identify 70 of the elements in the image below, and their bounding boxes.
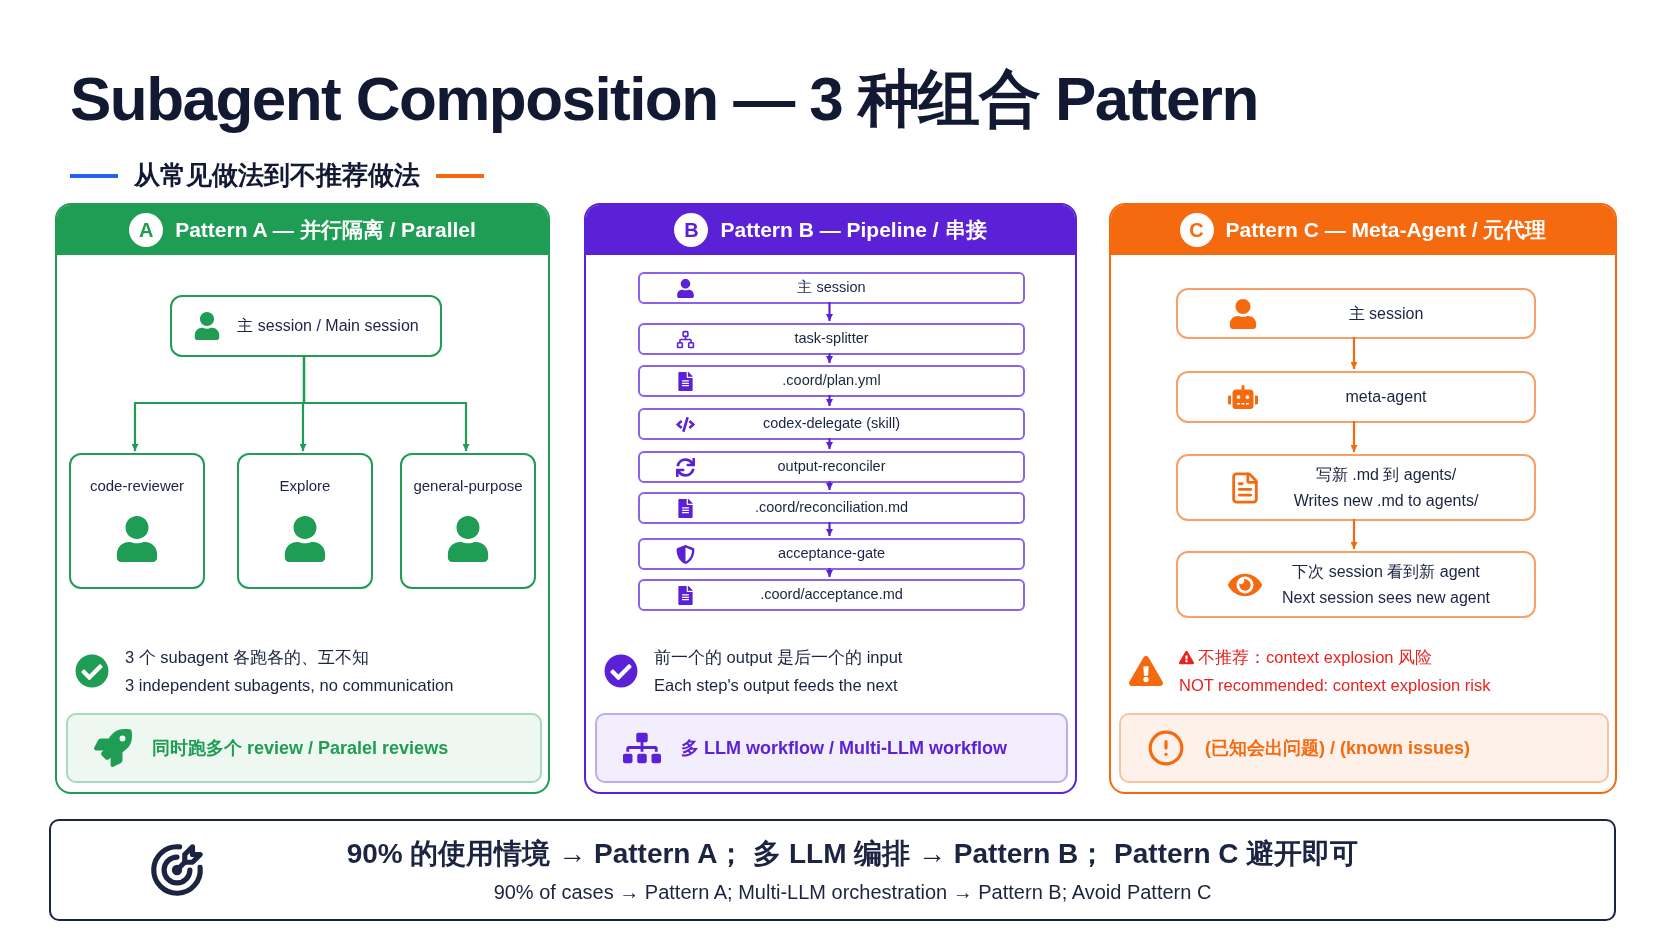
flow-box (1176, 371, 1536, 423)
subagent-card (237, 453, 373, 589)
note-text: 前一个的 output 是后一个的 input (654, 647, 903, 668)
note-text: 3 个 subagent 各跑各的、互不知 (125, 647, 369, 668)
letter-badge: A (129, 213, 164, 247)
letter-badge: C (1179, 213, 1214, 247)
note-text: 不推荐：context explosion 风险 (1198, 647, 1433, 668)
flow-box (1176, 551, 1536, 618)
pipeline-step (638, 538, 1025, 570)
arrow (1350, 337, 1358, 369)
callout-bar (595, 713, 1068, 783)
callout-text: 同时跑多个 review / Paralel reviews (152, 736, 449, 760)
pattern-panel (55, 203, 550, 794)
arrow (826, 353, 833, 363)
pattern-panel (1109, 203, 1617, 794)
pipeline-step (638, 451, 1025, 483)
pipeline-step (638, 323, 1025, 355)
node-label: general-purpose (413, 476, 523, 496)
arrow (826, 395, 833, 406)
node-label: 写新 .md 到 agents/ (1315, 464, 1457, 485)
arrow (1350, 519, 1358, 549)
panel-title: Pattern B — Pipeline / 串接 (720, 217, 987, 244)
subtitle: 从常见做法到不推荐做法 (134, 159, 420, 192)
session-box (170, 295, 442, 357)
pipeline-step (638, 365, 1025, 397)
callout-text: 多 LLM workflow / Multi-LLM workflow (681, 736, 1007, 760)
node-label: meta-agent (1345, 387, 1427, 407)
arrow (826, 302, 833, 321)
summary-subtext: 90% of cases → Pattern A; Multi-LLM orchestration → Pattern B; Avoid Pattern C (493, 880, 1212, 905)
arrow (826, 522, 833, 536)
node-label: .coord/acceptance.md (760, 585, 903, 605)
arrow (826, 438, 833, 449)
summary-box (49, 819, 1616, 921)
flow-box (1176, 288, 1536, 339)
arrow (302, 355, 470, 451)
node-label: Explore (279, 476, 331, 496)
node-label: output-reconciler (777, 457, 886, 477)
node-label: task-splitter (794, 329, 869, 349)
pipeline-step (638, 492, 1025, 524)
arrow (826, 568, 833, 577)
pattern-panel (584, 203, 1077, 794)
node-label: Writes new .md to agents/ (1293, 490, 1479, 511)
arrow (826, 481, 833, 490)
letter-badge: B (674, 213, 709, 247)
node-label: 主 session (1348, 303, 1424, 324)
flow-box (1176, 454, 1536, 521)
note-text: NOT recommended: context explosion risk (1179, 674, 1491, 696)
callout-bar (66, 713, 542, 783)
node-label: .coord/plan.yml (782, 371, 881, 391)
note-text: Each step's output feeds the next (654, 674, 899, 696)
node-label: 主 session / Main session (237, 316, 419, 336)
subagent-card (69, 453, 205, 589)
subagent-card (400, 453, 536, 589)
pipeline-step (638, 272, 1025, 304)
panel-title: Pattern A — 并行隔离 / Parallel (175, 217, 476, 244)
pipeline-step (638, 579, 1025, 611)
note-text: 3 independent subagents, no communication (125, 674, 454, 696)
summary-text: 90% 的使用情境 → Pattern A； 多 LLM 编排 → Pattern B； Pattern C 避开即可 (346, 837, 1359, 871)
arrow (1350, 421, 1358, 452)
callout-bar (1119, 713, 1609, 783)
panel-title: Pattern C — Meta-Agent / 元代理 (1225, 217, 1547, 244)
node-label: acceptance-gate (777, 544, 886, 564)
callout-text: (已知会出问题) / (known issues) (1205, 736, 1471, 760)
node-label: 主 session (797, 278, 866, 298)
node-label: Next session sees new agent (1281, 587, 1491, 608)
node-label: .coord/reconciliation.md (754, 498, 909, 518)
node-label: codex-delegate (skill) (763, 414, 900, 434)
pipeline-step (638, 408, 1025, 440)
node-label: 下次 session 看到新 agent (1292, 561, 1480, 582)
node-label: code-reviewer (89, 476, 185, 496)
